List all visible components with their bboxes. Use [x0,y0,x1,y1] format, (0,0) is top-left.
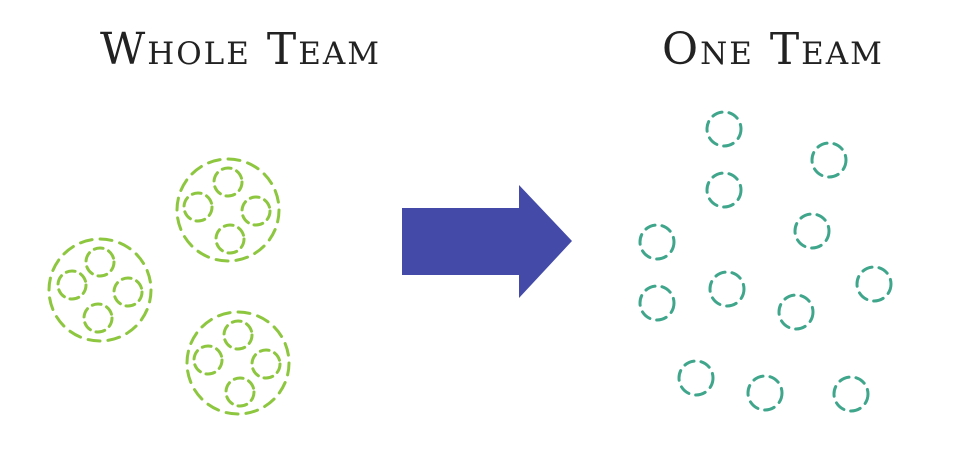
team-member-circle [746,374,784,412]
team-member-circle [240,195,272,227]
one-team-members [638,110,893,413]
one-team-title: One Team [662,24,884,75]
team-member-circle [56,269,88,301]
team-member-circle [777,293,815,331]
team-member-circle [224,376,256,408]
team-group-3 [185,310,291,416]
team-member-circle [705,110,743,148]
team-member-circle [793,212,831,250]
team-group-outline [175,157,281,263]
team-member-circle [677,359,715,397]
team-group-outline [47,237,153,343]
team-member-circle [82,302,114,334]
team-member-circle [638,223,676,261]
team-member-circle [832,375,870,413]
whole-team-title: Whole Team [100,24,381,75]
team-member-circle [112,276,144,308]
team-member-circle [212,166,244,198]
team-group-1 [47,237,153,343]
team-group-2 [175,157,281,263]
team-member-circle [84,246,116,278]
team-member-circle [222,319,254,351]
team-member-circle [708,270,746,308]
team-member-circle [192,344,224,376]
team-member-circle [182,191,214,223]
right-arrow-icon [402,185,572,298]
team-group-outline [185,310,291,416]
team-member-circle [705,171,743,209]
team-member-circle [810,141,848,179]
team-member-circle [638,284,676,322]
team-member-circle [214,223,246,255]
whole-team-groups [47,157,291,416]
team-member-circle [250,348,282,380]
team-member-circle [855,265,893,303]
